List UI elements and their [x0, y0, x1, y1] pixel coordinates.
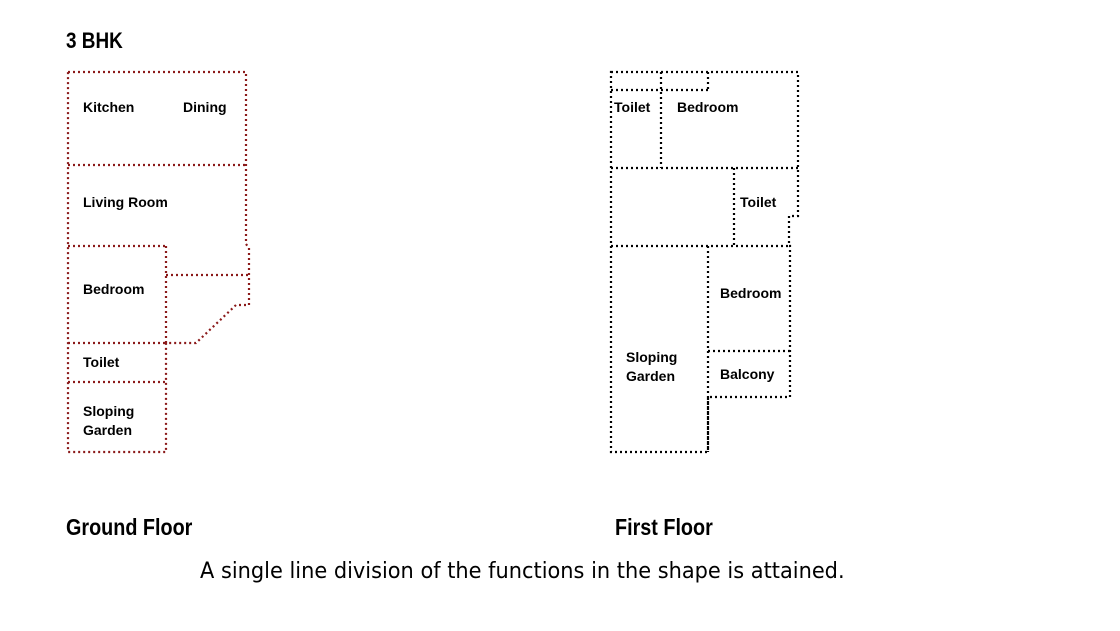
ground-floor-outline — [66, 70, 251, 454]
ground-floor-label: Ground Floor — [66, 514, 193, 540]
caption-text: A single line division of the functions … — [200, 559, 845, 584]
first-sloping-label: Sloping — [626, 349, 677, 365]
ground-sloping-label: Sloping — [83, 403, 134, 419]
first-floor-plan — [609, 70, 800, 454]
page-title: 3 BHK — [66, 28, 123, 53]
first-floor-outline — [609, 70, 800, 454]
first-balcony-label: Balcony — [720, 366, 775, 382]
floor-plans-diagram: Kitchen Dining Living Room Bedroom Toile… — [66, 70, 800, 454]
ground-dining-label: Dining — [183, 99, 227, 115]
first-bedroom-top-label: Bedroom — [677, 99, 738, 115]
first-toilet-mid-label: Toilet — [740, 194, 777, 210]
first-garden-label: Garden — [626, 368, 675, 384]
first-bedroom-right-label: Bedroom — [720, 285, 781, 301]
ground-toilet-label: Toilet — [83, 354, 120, 370]
ground-kitchen-label: Kitchen — [83, 99, 134, 115]
ground-garden-label: Garden — [83, 422, 132, 438]
first-floor-label: First Floor — [615, 514, 713, 540]
ground-floor-plan — [66, 70, 251, 454]
ground-living-room-label: Living Room — [83, 194, 168, 210]
ground-bedroom-label: Bedroom — [83, 281, 144, 297]
first-toilet-top-label: Toilet — [614, 99, 651, 115]
